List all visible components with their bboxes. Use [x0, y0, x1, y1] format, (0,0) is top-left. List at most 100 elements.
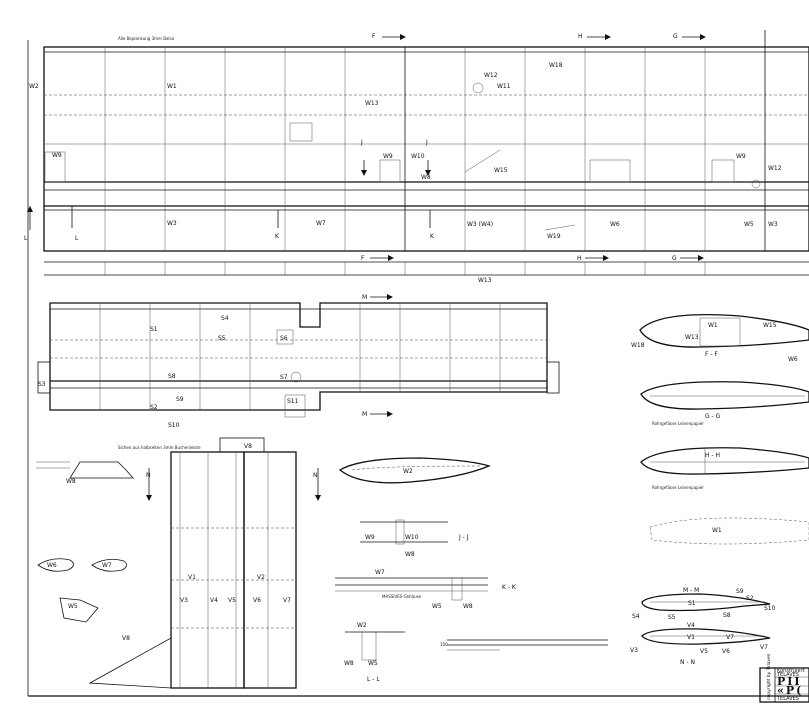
label-v3-nn: V3 [630, 647, 638, 654]
label-w13-strip: W13 [478, 277, 492, 284]
scale-val: 100 [440, 642, 448, 647]
label-w8-wing: W8 [421, 174, 431, 181]
label-w3w4: W3 (W4) [467, 221, 493, 228]
label-s8: S8 [168, 373, 176, 380]
caption-ll: L - L [367, 676, 380, 683]
mark-m-bot: M [362, 411, 367, 418]
mark-f-top: F [372, 33, 376, 40]
mark-j-2: J [425, 139, 428, 146]
airfoil-sections: W1 W13 W15 W18 W6 F - F G - G Rohrgefäss… [630, 314, 809, 666]
label-v6-nn: V6 [722, 648, 730, 655]
label-w13-ff: W13 [685, 334, 699, 341]
label-s5: S5 [218, 335, 226, 342]
label-w18-ff: W18 [631, 342, 645, 349]
label-w7-part: W7 [102, 562, 112, 569]
label-w5-wing: W5 [744, 221, 754, 228]
label-v1-nn: V1 [687, 634, 695, 641]
label-w2: W2 [29, 83, 39, 90]
label-v7-nn: V7 [726, 634, 734, 641]
label-w8-jj: W8 [405, 551, 415, 558]
label-w15-wing: W15 [494, 167, 508, 174]
label-w2-airfoil: W2 [403, 468, 413, 475]
mark-h-top: H [578, 33, 583, 40]
section-arrows-wing [27, 34, 706, 261]
caption-jj: J - J [458, 534, 469, 541]
mark-l-2: L [75, 235, 79, 242]
label-s11: S11 [287, 398, 299, 405]
tb-copyright: copyright by Telaves [766, 653, 772, 700]
caption-nn: N - N [680, 659, 695, 666]
label-v8-top: V8 [244, 443, 252, 450]
caption-ff: F - F [705, 351, 718, 358]
label-w1-ff: W1 [708, 322, 718, 329]
label-s6: S6 [280, 335, 288, 342]
label-s7: S7 [280, 374, 288, 381]
label-w6-wing: W6 [610, 221, 620, 228]
tb-name: TELAVES [776, 672, 799, 678]
tb-name2: TELAVES [776, 696, 799, 702]
stab-ribs [99, 303, 501, 410]
label-s5-mm: S5 [668, 614, 676, 621]
label-w18: W18 [549, 62, 563, 69]
label-v6-fin: V6 [253, 597, 261, 604]
kk-note: MASSIVES Gehäuse [382, 594, 422, 599]
label-v5-nn: V5 [700, 648, 708, 655]
label-v4-nn: V4 [687, 622, 695, 629]
label-w5-part: W5 [68, 603, 78, 610]
label-s10: S10 [168, 422, 180, 429]
label-w10-jj: W10 [405, 534, 419, 541]
title-block: Konstruiert TELAVES PII «P( TELAVES copy… [759, 653, 809, 703]
label-s10-mm: S10 [764, 605, 776, 612]
label-v2-fin: V2 [257, 574, 265, 581]
label-v7-nn-b: V7 [760, 644, 768, 651]
label-w15-ff: W15 [763, 322, 777, 329]
mark-k-1: K [275, 233, 280, 240]
mark-h-bot: H [577, 255, 582, 262]
top-note: Alle Beplankung 3mm Balsa [118, 36, 175, 41]
label-v4-fin: V4 [210, 597, 218, 604]
label-w12: W12 [484, 72, 498, 79]
tb-big1: PII [777, 675, 802, 688]
label-s8-mm: S8 [723, 612, 731, 619]
label-w11: W11 [497, 83, 511, 90]
wing-ribs [104, 30, 766, 251]
mark-m-top: M [362, 294, 367, 301]
caption-mm: M - M [683, 587, 699, 594]
label-s1: S1 [150, 326, 158, 333]
small-parts: W8 W6 W7 W5 N N [36, 461, 321, 623]
label-s2: S2 [150, 404, 158, 411]
tb-big2: «P( [777, 684, 803, 697]
label-w7-wing: W7 [316, 220, 326, 227]
caption-kk: K - K [502, 584, 517, 591]
gg-sub: Rohrgefässe Leinenpapier [652, 421, 704, 426]
label-v8-fin: V8 [122, 635, 130, 642]
label-w8-ll: W8 [344, 660, 354, 667]
label-w12-b: W12 [768, 165, 782, 172]
wing-plan-view: Alle Beplankung 3mm Balsa [24, 30, 809, 284]
mark-j-1: J [360, 139, 363, 146]
label-w5-kk: W5 [432, 603, 442, 610]
mark-l-1: L [24, 235, 28, 242]
label-w1: W1 [167, 83, 177, 90]
label-w13-wing: W13 [365, 100, 379, 107]
mark-k-2: K [430, 233, 435, 240]
label-w9-a: W9 [52, 152, 62, 159]
caption-hh: H - H [705, 452, 720, 459]
label-s4: S4 [221, 315, 229, 322]
label-s9: S9 [176, 396, 184, 403]
label-w9-jj: W9 [365, 534, 375, 541]
label-w3-b: W3 [768, 221, 778, 228]
label-w2-ll: W2 [357, 622, 367, 629]
fin-rudder: V8 V1 V2 V3 V4 V5 V6 V7 V8 [88, 437, 297, 689]
label-w7-kk: W7 [375, 569, 385, 576]
detail-sections: W2 W9 W10 W8 J - J W7 MASSIVES Gehäuse W… [335, 457, 608, 683]
hh-sub: Rohrgefässe Leinenpapier [652, 485, 704, 490]
label-w5-ll: W5 [368, 660, 378, 667]
label-w19: W19 [547, 233, 561, 240]
label-w9-b: W9 [383, 153, 393, 160]
stabilizer-plan-view: M M S1 S4 S5 S6 S7 S8 S9 S2 S3 [37, 294, 560, 450]
label-w9-c: W9 [736, 153, 746, 160]
label-s2-mm: S2 [746, 595, 754, 602]
label-v5-fin: V5 [228, 597, 236, 604]
